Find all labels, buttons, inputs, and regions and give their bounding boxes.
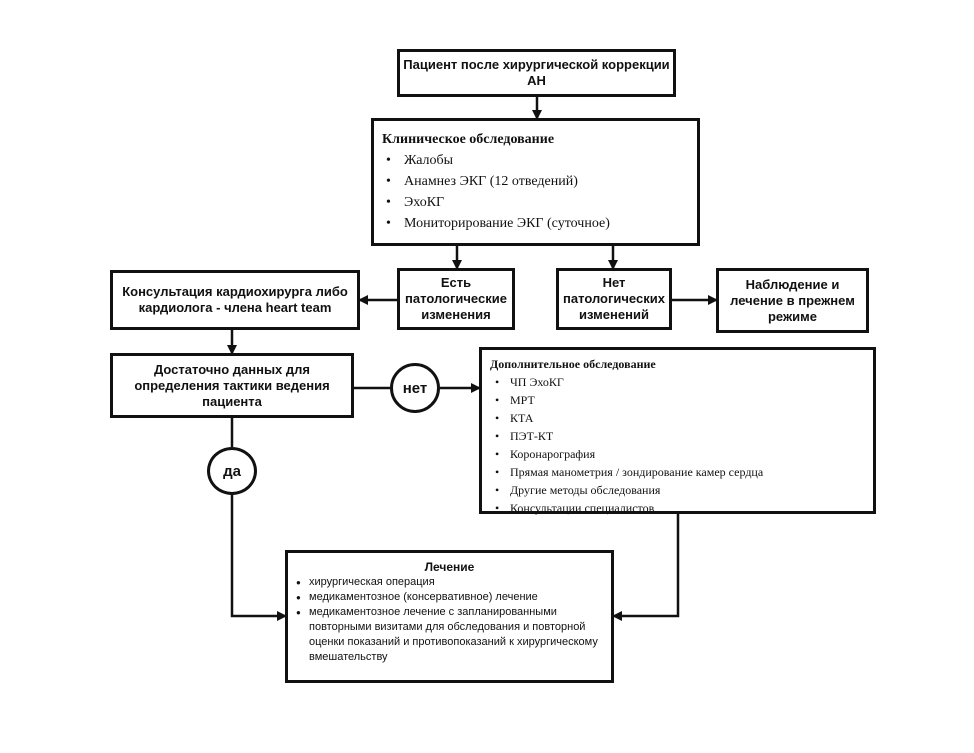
clinical-exam-title: Клиническое обследование bbox=[382, 132, 555, 147]
additional-exam-item: Прямая манометрия / зондирование камер с… bbox=[490, 463, 865, 481]
observation-text: Наблюдение и лечение в прежнем режиме bbox=[730, 276, 855, 324]
pathology-no-node: Нет патологических изменений bbox=[556, 268, 672, 330]
additional-exam-item: КТА bbox=[490, 409, 865, 427]
enough-data-node: Достаточно данных для определения тактик… bbox=[110, 353, 354, 418]
decision-no-label: нет bbox=[402, 379, 428, 397]
treatment-item: медикаментозное (консервативное) лечение bbox=[296, 590, 603, 605]
additional-exam-item: МРТ bbox=[490, 391, 865, 409]
treatment-list: хирургическая операция медикаментозное (… bbox=[296, 575, 603, 665]
additional-exam-node: Дополнительное обследование ЧП ЭхоКГ МРТ… bbox=[479, 347, 876, 517]
treatment-item: хирургическая операция bbox=[296, 575, 603, 590]
decision-yes-circle: да bbox=[207, 447, 257, 495]
additional-exam-item: ЧП ЭхоКГ bbox=[490, 373, 865, 391]
treatment-item: медикаментозное лечение с запланированны… bbox=[296, 605, 603, 665]
arrow-additional-exam-to-treatment bbox=[612, 514, 680, 621]
clinical-exam-list: Жалобы Анамнез ЭКГ (12 отведений) ЭхоКГ … bbox=[382, 150, 689, 234]
decision-no-circle: нет bbox=[390, 363, 440, 413]
additional-exam-title: Дополнительное обследование bbox=[490, 357, 656, 371]
clinical-exam-item: Анамнез ЭКГ (12 отведений) bbox=[382, 171, 689, 192]
treatment-title: Лечение bbox=[424, 560, 475, 574]
pathology-yes-text: Есть патологические изменения bbox=[405, 275, 507, 322]
additional-exam-list: ЧП ЭхоКГ МРТ КТА ПЭТ-КТ Коронарография П… bbox=[490, 373, 865, 517]
consultation-node: Консультация кардиохирурга либо кардиоло… bbox=[110, 270, 360, 330]
enough-data-text: Достаточно данных для определения тактик… bbox=[134, 361, 330, 409]
additional-exam-item: Консультации специалистов bbox=[490, 499, 865, 517]
clinical-exam-node: Клиническое обследование Жалобы Анамнез … bbox=[371, 118, 700, 246]
additional-exam-item: Другие методы обследования bbox=[490, 481, 865, 499]
consultation-text: Консультация кардиохирурга либо кардиоло… bbox=[122, 284, 348, 315]
patient-node-text: Пациент после хирургической коррекции АН bbox=[403, 57, 670, 88]
clinical-exam-item: Жалобы bbox=[382, 150, 689, 171]
arrow-yes-to-treatment bbox=[230, 495, 287, 621]
additional-exam-item: ПЭТ-КТ bbox=[490, 427, 865, 445]
observation-node: Наблюдение и лечение в прежнем режиме bbox=[716, 268, 869, 333]
decision-yes-label: да bbox=[223, 462, 241, 480]
patient-node: Пациент после хирургической коррекции АН bbox=[397, 49, 676, 97]
pathology-no-text: Нет патологических изменений bbox=[563, 275, 665, 322]
additional-exam-item: Коронарография bbox=[490, 445, 865, 463]
clinical-exam-item: Мониторирование ЭКГ (суточное) bbox=[382, 213, 689, 234]
clinical-exam-item: ЭхоКГ bbox=[382, 192, 689, 213]
pathology-yes-node: Есть патологические изменения bbox=[397, 268, 515, 330]
treatment-node: Лечение хирургическая операция медикамен… bbox=[285, 550, 614, 683]
